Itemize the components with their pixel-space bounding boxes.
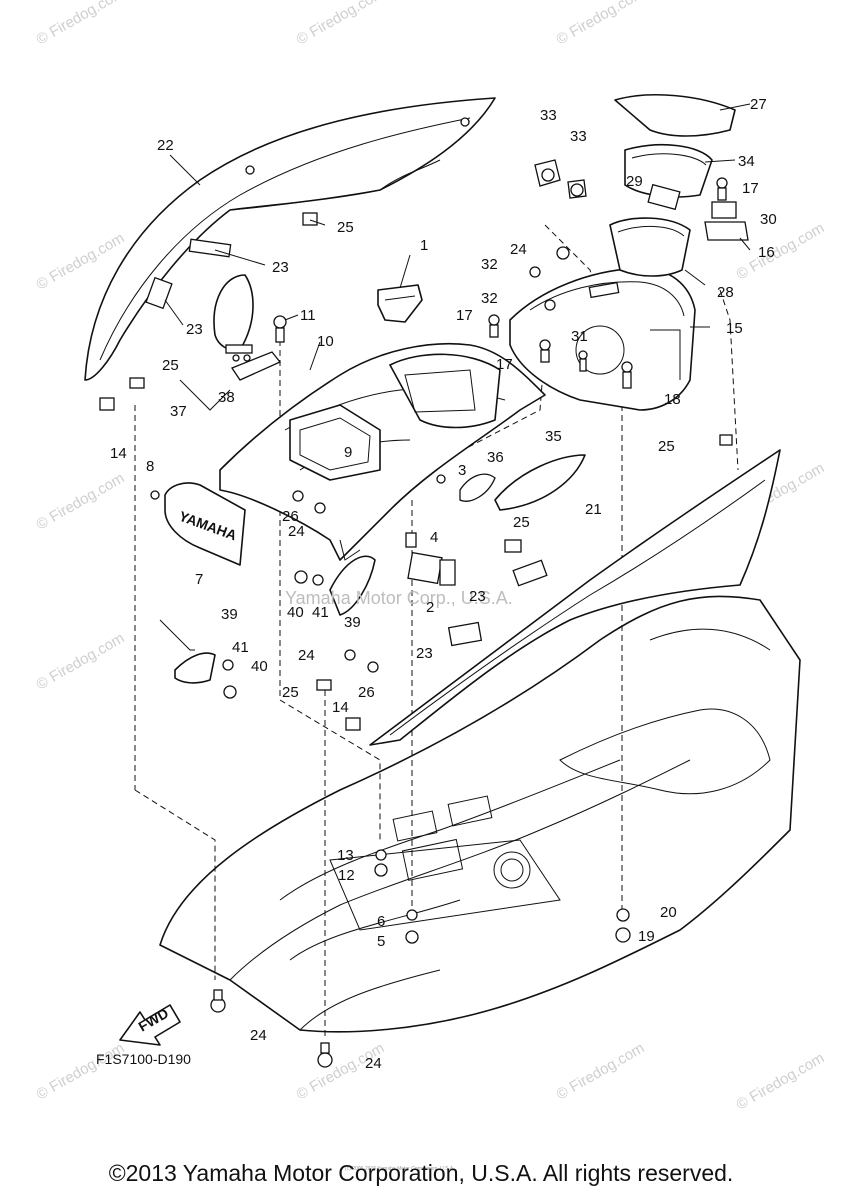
part-39-bracket <box>159 555 376 684</box>
part-10-body <box>219 342 546 561</box>
part-2 <box>407 551 456 586</box>
part-33-hinges <box>534 159 587 199</box>
label-12: 12 <box>338 867 355 884</box>
label-10: 10 <box>317 333 334 350</box>
part-36 <box>459 473 496 502</box>
label-18: 18 <box>664 391 681 408</box>
part-37-38 <box>179 274 282 411</box>
fwd-arrow: FWD <box>119 1004 181 1046</box>
label-13: 13 <box>337 847 354 864</box>
label-21: 21 <box>585 501 602 518</box>
label-22: 22 <box>157 137 174 154</box>
watermark: © Firedog.com <box>294 0 388 48</box>
label-24a: 24 <box>288 523 305 540</box>
part-29 <box>647 183 681 211</box>
label-39b: 39 <box>344 614 361 631</box>
label-17a: 17 <box>742 180 759 197</box>
label-20: 20 <box>660 904 677 921</box>
label-17c: 17 <box>496 356 513 373</box>
part-1 <box>377 284 423 323</box>
label-41a: 41 <box>312 604 329 621</box>
part-27-lid <box>614 94 736 137</box>
label-4: 4 <box>430 529 438 546</box>
copyright-footer: ©2013 Yamaha Motor Corporation, U.S.A. A… <box>108 1160 734 1186</box>
label-32b: 32 <box>481 290 498 307</box>
label-25d: 25 <box>513 514 530 531</box>
center-watermark: Yamaha Motor Corp., U.S.A. <box>285 588 513 608</box>
label-31: 31 <box>571 328 588 345</box>
label-19: 19 <box>638 928 655 945</box>
label-26b: 26 <box>358 684 375 701</box>
diagram-code: F1S7100-D190 <box>96 1051 191 1067</box>
watermark: © Firedog.com <box>554 0 648 48</box>
label-30: 30 <box>760 211 777 228</box>
watermark: © Firedog.com <box>34 629 128 693</box>
label-23b: 23 <box>186 321 203 338</box>
label-25b: 25 <box>162 357 179 374</box>
label-34: 34 <box>738 153 755 170</box>
part-21-cover <box>369 449 781 746</box>
label-38: 38 <box>218 389 235 406</box>
part-labels: 1 2 3 4 5 6 7 8 9 10 11 12 13 14 14 15 1… <box>110 96 777 1072</box>
part-15-housing <box>509 267 696 411</box>
label-23c: 23 <box>469 588 486 605</box>
label-24c: 24 <box>298 647 315 664</box>
part-30-16 <box>704 201 749 241</box>
label-28: 28 <box>717 284 734 301</box>
label-14b: 14 <box>332 699 349 716</box>
label-14a: 14 <box>110 445 127 462</box>
label-25e: 25 <box>282 684 299 701</box>
hardware <box>99 177 733 1068</box>
label-23a: 23 <box>272 259 289 276</box>
watermark: © Firedog.com <box>734 219 828 283</box>
label-32a: 32 <box>481 256 498 273</box>
watermark: © Firedog.com <box>34 1039 128 1103</box>
label-40a: 40 <box>287 604 304 621</box>
label-41b: 41 <box>232 639 249 656</box>
assembly-lines <box>134 224 739 1040</box>
label-24d: 24 <box>250 1027 267 1044</box>
label-35: 35 <box>545 428 562 445</box>
label-7: 7 <box>195 571 203 588</box>
label-15: 15 <box>726 320 743 337</box>
label-2: 2 <box>426 599 434 616</box>
label-25c: 25 <box>658 438 675 455</box>
label-37: 37 <box>170 403 187 420</box>
label-39a: 39 <box>221 606 238 623</box>
part-34-pad <box>624 144 713 198</box>
label-29: 29 <box>626 173 643 190</box>
label-24b: 24 <box>510 241 527 258</box>
fine-print: (c) 2005-2016 Yamaha Motor Corporation, … <box>345 1166 455 1172</box>
label-8: 8 <box>146 458 154 475</box>
watermark: © Firedog.com <box>34 0 128 48</box>
label-3: 3 <box>458 462 466 479</box>
leader-lines <box>164 103 751 371</box>
label-1: 1 <box>420 237 428 254</box>
label-36: 36 <box>487 449 504 466</box>
label-25a: 25 <box>337 219 354 236</box>
label-33a: 33 <box>540 107 557 124</box>
label-26a: 26 <box>282 508 299 525</box>
label-9: 9 <box>344 444 352 461</box>
label-5: 5 <box>377 933 385 950</box>
watermark: © Firedog.com <box>34 469 128 533</box>
hull-deck <box>159 595 801 1033</box>
part-28-box <box>609 217 691 277</box>
part-22-cover <box>84 97 496 381</box>
watermark: © Firedog.com <box>734 1049 828 1113</box>
label-40b: 40 <box>251 658 268 675</box>
part-35 <box>494 454 586 511</box>
label-27: 27 <box>750 96 767 113</box>
label-17b: 17 <box>456 307 473 324</box>
label-33b: 33 <box>570 128 587 145</box>
part-7-panel: YAMAHA <box>164 482 246 566</box>
label-23d: 23 <box>416 645 433 662</box>
label-11: 11 <box>300 307 316 324</box>
label-16: 16 <box>758 244 775 261</box>
label-6: 6 <box>377 913 385 930</box>
watermark: © Firedog.com <box>554 1039 648 1103</box>
label-24e: 24 <box>365 1055 382 1072</box>
